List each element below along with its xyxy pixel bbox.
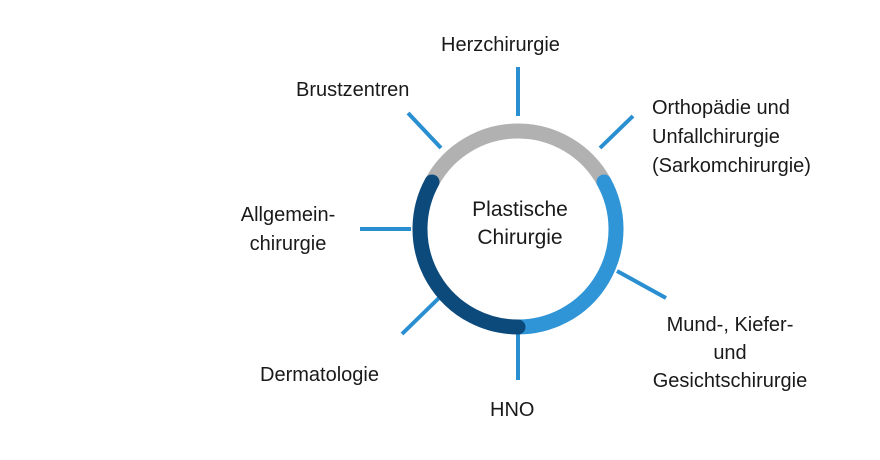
label-orthopaedie-unfallchirurgie: Orthopädie und Unfallchirurgie (Sarkomch…: [652, 97, 811, 177]
ring-segment-light-blue: [510, 174, 624, 335]
label-allgemeinchirurgie: Allgemein- chirurgie: [240, 204, 336, 255]
spoke-orthopaedie: [598, 114, 635, 150]
label-mund-kiefer-gesichtschirurgie: Mund-, Kiefer- und Gesichtschirurgie: [652, 314, 808, 392]
label-dermatologie: Dermatologie: [260, 364, 379, 386]
label-brustzentren: Brustzentren: [296, 79, 410, 101]
spoke-dermatologie: [400, 294, 443, 336]
spoke-brustzentren: [406, 111, 443, 150]
label-herzchirurgie: Herzchirurgie: [441, 34, 560, 56]
spoke-mund-kiefer: [616, 269, 667, 300]
label-hno: HNO: [490, 399, 535, 421]
ring-segment-dark-blue: [412, 174, 526, 335]
center-label: Plastische Chirurgie: [420, 196, 620, 252]
ring-segment-gray: [424, 123, 612, 190]
center-label-line-2: Chirurgie: [477, 226, 563, 249]
center-label-line-1: Plastische: [472, 198, 568, 221]
